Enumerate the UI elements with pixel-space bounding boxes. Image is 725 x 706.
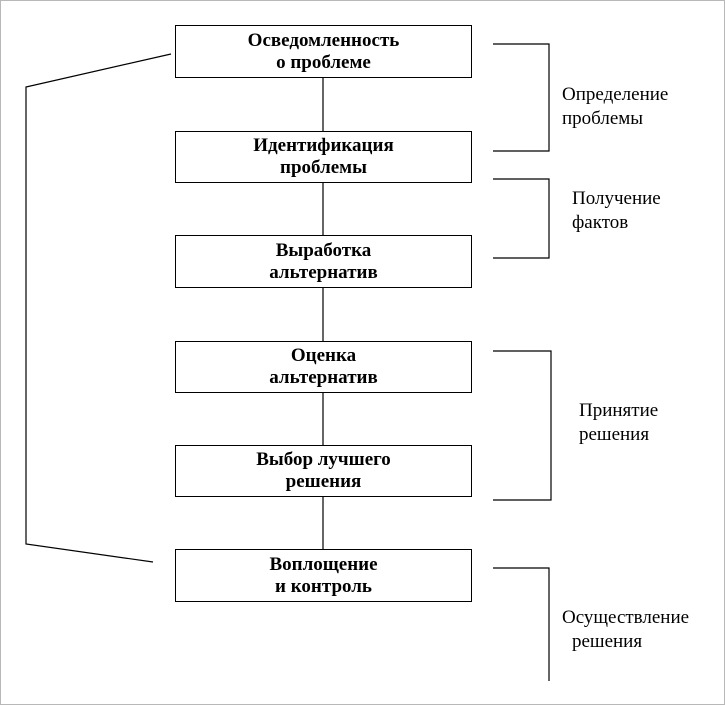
phase-definition-line1: Определение (562, 84, 669, 105)
bracket-definition (493, 43, 550, 152)
phase-implementation-line2: решения (572, 631, 643, 652)
step-selection-line2: решения (285, 471, 362, 492)
step-selection: Выбор лучшего решения (175, 445, 472, 497)
phase-decision-line2: решения (579, 424, 650, 445)
step-identification-line1: Идентификация (253, 135, 394, 156)
step-alternatives: Выработка альтернатив (175, 235, 472, 288)
step-identification-line2: проблемы (280, 157, 367, 178)
step-alternatives-line1: Выработка (275, 239, 372, 261)
step-awareness-line2: о проблеме (276, 51, 371, 73)
step-awareness-line1: Осведомленность (247, 29, 400, 51)
step-identification: Идентификация проблемы (175, 131, 472, 183)
step-implementation-line1: Воплощение (269, 553, 378, 575)
step-evaluation-line1: Оценка (290, 345, 357, 366)
phase-facts-line1: Получение (572, 188, 661, 209)
bracket-decision (493, 350, 552, 501)
phase-implementation: Осуществление решения (562, 606, 689, 654)
phase-facts-line2: фактов (572, 212, 629, 233)
feedback-bracket (25, 53, 172, 563)
phase-implementation-line1: Осуществление (562, 607, 690, 628)
step-implementation: Воплощение и контроль (175, 549, 472, 602)
step-selection-line1: Выбор лучшего (256, 449, 391, 470)
step-implementation-line2: и контроль (275, 575, 372, 597)
step-alternatives-line2: альтернатив (269, 261, 378, 283)
phase-facts: Получение фактов (572, 187, 661, 235)
bracket-implementation (493, 567, 550, 681)
step-evaluation: Оценка альтернатив (175, 341, 472, 393)
phase-decision-line1: Принятие (579, 400, 659, 421)
phase-definition-line2: проблемы (562, 108, 644, 129)
bracket-facts (493, 178, 550, 259)
step-evaluation-line2: альтернатив (269, 367, 378, 388)
phase-definition: Определение проблемы (562, 83, 668, 131)
phase-decision: Принятие решения (579, 399, 658, 447)
step-awareness: Осведомленность о проблеме (175, 25, 472, 78)
